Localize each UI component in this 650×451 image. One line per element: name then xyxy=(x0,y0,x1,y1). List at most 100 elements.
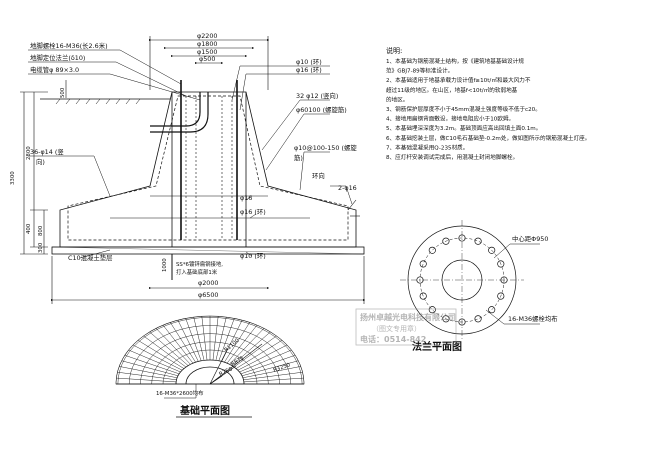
plan-spoke xyxy=(185,318,202,361)
note-line: 5、本基础埋深深度为3.2m。基础顶面应高出回填土面0.1m。 xyxy=(386,124,541,132)
plan-spoke xyxy=(240,355,296,375)
note-line: 6、本基础挖装土层，做C10毛石基础垫-0.2m处，做如图所示的钢筋混凝土灯座。 xyxy=(386,134,590,142)
flange-plan xyxy=(400,220,540,340)
plan-spoke xyxy=(218,318,235,361)
dim-500: φ500 xyxy=(199,55,215,63)
note-line: 3、钢筋保护层厚度不小于45mm混凝土强度等级不低于c20。 xyxy=(386,105,541,113)
note-line: 的地区。 xyxy=(386,95,408,103)
ground-hatch xyxy=(55,98,141,105)
note-line: 范》GBJ7-89等标准设计。 xyxy=(386,67,453,75)
leader-lines xyxy=(28,49,353,259)
rebar-cage xyxy=(67,95,349,241)
plan-inner-ring xyxy=(175,359,245,385)
label-conduit: 电缆管φ 89×3.0 xyxy=(30,65,79,74)
plan-spoke xyxy=(229,328,265,365)
c10-pad xyxy=(51,246,365,255)
dim-2800: 2800 xyxy=(26,146,32,160)
radius-r750 xyxy=(209,375,223,385)
label-anchor-ring: 地脚定位法兰(δ10) xyxy=(30,53,85,62)
plan-spoke xyxy=(121,360,179,377)
label-v36: 36-φ14 (竖 xyxy=(30,147,64,156)
plan-spoke xyxy=(137,340,185,369)
plan-spoke xyxy=(231,331,271,366)
flange-title: 法兰平面图 xyxy=(412,340,462,353)
dim-800: 800 xyxy=(38,225,44,236)
flange-bolt-hole xyxy=(474,315,482,323)
plan-ring xyxy=(162,349,258,385)
plan-r3250: R3250 xyxy=(273,362,292,374)
plan-ring xyxy=(151,341,269,385)
plan-spoke xyxy=(224,322,250,363)
flange-bolt-hole xyxy=(442,237,450,245)
radius-r3250 xyxy=(209,343,263,385)
plan-r750: R750 xyxy=(218,366,234,378)
label-r16b: φ16 xyxy=(240,194,252,202)
plan-spoke xyxy=(241,360,299,377)
label-ring-dir: 环向 xyxy=(312,171,325,180)
flange-bolt-holes xyxy=(416,234,508,326)
note-line: 8、应灯杆安装调试完成后，用混凝土封闭地脚螺栓。 xyxy=(386,153,518,161)
plan-spoke xyxy=(233,335,277,368)
left-dimensions xyxy=(20,80,67,255)
plan-spoke xyxy=(117,371,177,381)
company-stamp: 扬州卓越光电科技有限公司 （图文专用章） 电话：0514-842 xyxy=(355,308,457,346)
radius-r1100 xyxy=(209,347,229,385)
plan-outer xyxy=(115,315,305,385)
flange-bolt-label: 16-M36螺栓均布 xyxy=(508,314,558,323)
plan-bolt-ring xyxy=(185,366,235,385)
dim-2200: φ2200 xyxy=(197,32,217,40)
flange-center-label: 中心距Φ950 xyxy=(512,234,548,243)
plan-spokes xyxy=(116,316,304,383)
flange-bolt-hole xyxy=(488,246,496,254)
flange-center-leader xyxy=(493,243,540,259)
stamp-line-1: 扬州卓越光电科技有限公司 xyxy=(360,312,456,322)
flange-bolt-hole xyxy=(488,306,496,314)
plan-spoke xyxy=(124,355,180,375)
plan-spoke xyxy=(132,344,183,371)
note-line: 2、本基础适用于地基承载力设计值f≥10t/㎡和最大风力不 xyxy=(386,76,531,84)
plan-title: 基础平面图 xyxy=(179,404,230,417)
base-plan xyxy=(115,315,305,399)
plan-bolt-label: 16-M36*2600均布 xyxy=(156,389,204,397)
label-anchor-bolt: 地脚螺栓16-M36(长2.6米) xyxy=(30,41,108,50)
label-c10-pad: C10混凝土垫层 xyxy=(68,253,113,262)
label-stirrup: φ10@100-150 (螺旋 xyxy=(294,143,357,152)
label-v36-2: 向) xyxy=(36,157,45,166)
dim-1500: φ1500 xyxy=(197,48,217,56)
plan-spoke xyxy=(116,377,177,383)
flange-bolt-hole xyxy=(458,234,466,242)
label-earth-1: SS*6镀锌扁钢接地, xyxy=(176,260,223,268)
dim-500-left: 500 xyxy=(60,87,66,98)
flange-bolt-hole xyxy=(497,260,505,268)
plan-spoke xyxy=(170,322,196,363)
plan-ring xyxy=(128,325,292,385)
notes-title: 说明: xyxy=(386,46,402,55)
plan-spoke xyxy=(242,366,301,379)
note-line: 7、本基础混凝采用Q-235材质。 xyxy=(386,143,468,151)
dim-1800: φ1800 xyxy=(197,40,217,48)
notes-block: 说明: 1、本基础为钢筋混凝土结构，按《建筑地基基础设计规范》GBJ7-89等标… xyxy=(386,46,590,161)
label-spiral: φ60100 (螺旋筋) xyxy=(296,105,347,114)
plan-spoke xyxy=(162,324,194,364)
vertical-rebars xyxy=(185,96,233,240)
plan-spoke xyxy=(149,331,189,366)
plan-spoke xyxy=(128,349,181,373)
cable-conduit-inner xyxy=(150,92,209,133)
dim-400: 400 xyxy=(26,223,32,234)
label-v32: 32 φ12 (竖向) xyxy=(296,91,338,100)
plan-spoke xyxy=(235,340,283,369)
label-r10-ring: φ10 (环) xyxy=(296,58,322,66)
plan-spoke xyxy=(119,366,178,379)
top-dimensions xyxy=(148,36,270,90)
plan-spoke xyxy=(243,371,303,381)
label-stirrup-2: 筋) xyxy=(294,153,303,162)
flange-bolt-hole xyxy=(419,292,427,300)
cable-conduit xyxy=(150,92,201,127)
flange-bolt-hole xyxy=(428,306,436,314)
plan-bolt-leader xyxy=(164,384,197,399)
flange-bolt-hole xyxy=(442,315,450,323)
label-earth-2: 打入基础底部1米 xyxy=(176,268,218,276)
flange-bolt-hole xyxy=(474,237,482,245)
